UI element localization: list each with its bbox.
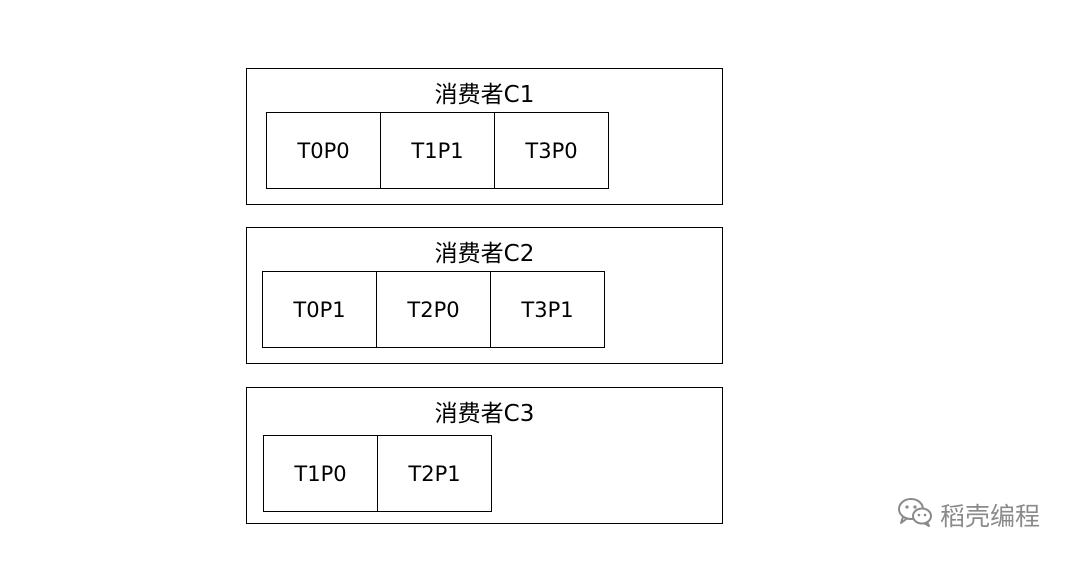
consumer-title: 消费者C3 bbox=[434, 401, 535, 427]
watermark-text: 稻壳编程 bbox=[940, 502, 1041, 531]
partition-group: T0P0 T1P1 T3P0 bbox=[266, 112, 609, 189]
partition-box: T3P1 bbox=[490, 271, 605, 348]
watermark: 稻壳编程 bbox=[896, 496, 1040, 534]
partition-box: T2P1 bbox=[377, 435, 492, 512]
consumer-box-c1: 消费者C1 T0P0 T1P1 T3P0 bbox=[246, 68, 723, 205]
partition-box: T0P1 bbox=[262, 271, 377, 348]
partition-group: T1P0 T2P1 bbox=[263, 435, 492, 512]
partition-box: T3P0 bbox=[494, 112, 609, 189]
partition-box: T0P0 bbox=[266, 112, 381, 189]
consumer-box-c3: 消费者C3 T1P0 T2P1 bbox=[246, 387, 723, 524]
consumer-title: 消费者C1 bbox=[434, 82, 535, 108]
partition-box: T1P1 bbox=[380, 112, 495, 189]
wechat-icon bbox=[896, 496, 934, 534]
partition-box: T2P0 bbox=[376, 271, 491, 348]
partition-box: T1P0 bbox=[263, 435, 378, 512]
consumer-title: 消费者C2 bbox=[434, 241, 535, 267]
consumer-box-c2: 消费者C2 T0P1 T2P0 T3P1 bbox=[246, 227, 723, 364]
partition-group: T0P1 T2P0 T3P1 bbox=[262, 271, 605, 348]
